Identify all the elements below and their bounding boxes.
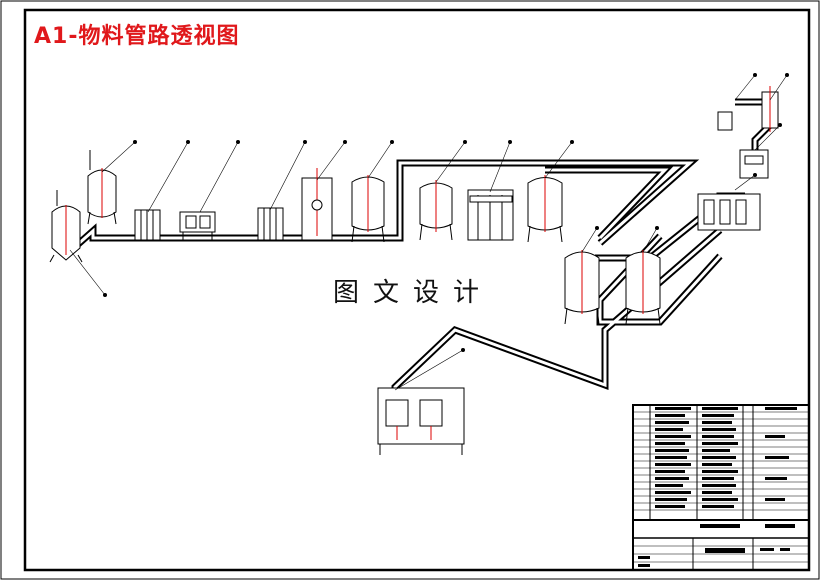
tank-icon xyxy=(419,180,453,241)
inner-border xyxy=(23,8,811,572)
tank-icon xyxy=(564,250,600,325)
leader-lines xyxy=(69,74,788,391)
filling-machine-icon xyxy=(377,387,465,455)
pump-station-icon xyxy=(697,193,761,231)
title-block-rows xyxy=(633,411,809,563)
balloon-marks xyxy=(103,73,789,352)
watermark-text: 图文设计 xyxy=(333,278,494,308)
tank-icon xyxy=(527,175,563,243)
filter-icon xyxy=(257,207,284,241)
tank-icon xyxy=(625,250,661,325)
vessel-icon xyxy=(301,168,333,241)
tank-icon xyxy=(49,190,83,263)
filter-icon xyxy=(134,209,161,241)
filter-icon xyxy=(467,189,514,241)
title-block-entries xyxy=(638,407,797,567)
pump-station-icon xyxy=(179,211,216,240)
title-block xyxy=(632,404,810,571)
control-cabinet-icon xyxy=(739,149,769,179)
tank-icon xyxy=(351,175,385,243)
pipeline-inner xyxy=(75,100,772,405)
vessel-icon xyxy=(717,86,779,132)
drawing-title: A1-物料管路透视图 xyxy=(34,24,240,49)
tank-icon xyxy=(87,150,117,225)
